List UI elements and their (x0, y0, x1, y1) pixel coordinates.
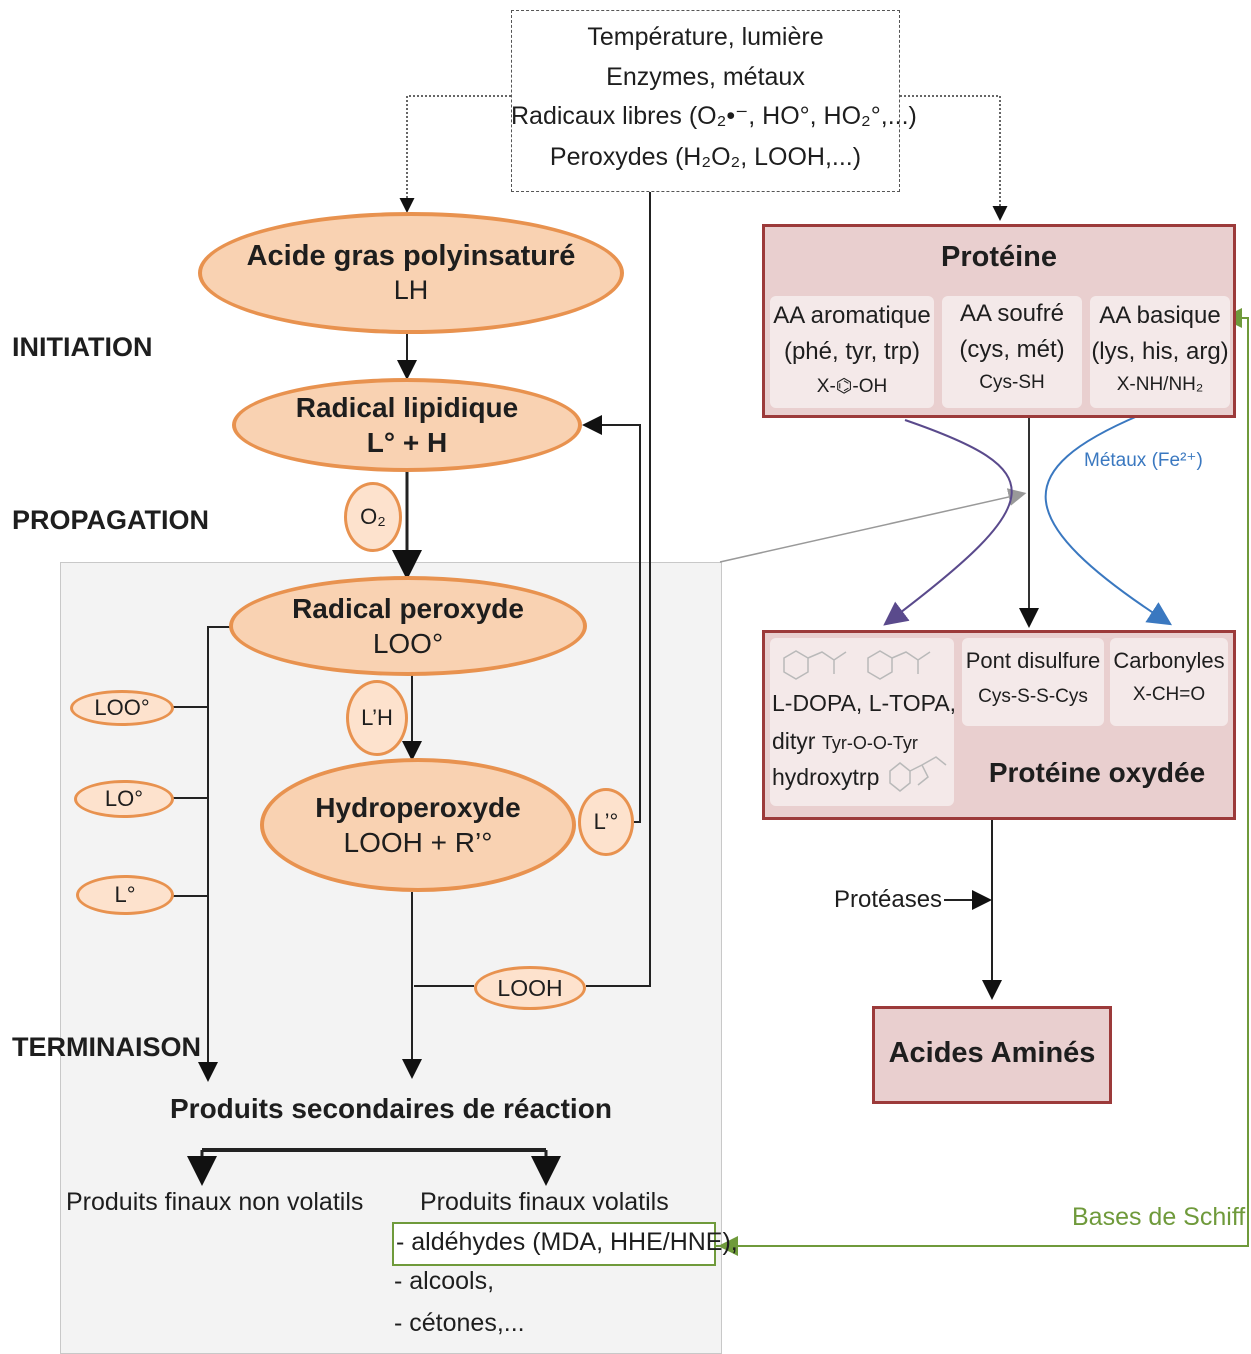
side-lo-label: LO° (104, 786, 144, 811)
aldehydes-item: - aldéhydes (MDA, HHE/HNE), (396, 1228, 738, 1256)
o2-label: O₂ (360, 504, 386, 529)
stage-termination: TERMINAISON (12, 1032, 201, 1062)
ketones-item: - cétones,... (394, 1309, 525, 1337)
hydro-ellipse: Hydroperoxyde LOOH + R’° (260, 758, 576, 892)
metals-label: Métaux (Fe²⁺) (1084, 450, 1203, 471)
cause-temperature: Température, lumière (587, 23, 824, 51)
cause-enzymes: Enzymes, métaux (606, 63, 805, 91)
aa-aromatic-panel (770, 296, 934, 408)
aa-basic-list: (lys, his, arg) (1091, 338, 1229, 365)
amino-acids-box (872, 1006, 1112, 1104)
secondary-products: Produits secondaires de réaction (170, 1093, 612, 1124)
volatile-products: Produits finaux volatils (420, 1188, 669, 1216)
side-l-label: L° (114, 882, 136, 907)
protein-title: Protéine (940, 241, 1058, 273)
side-loo-ellipse: LOO° (70, 690, 174, 726)
aa-basic-panel (1090, 296, 1230, 408)
disulfide-title: Pont disulfure (965, 648, 1101, 673)
looh-ellipse: LOOH (474, 966, 586, 1010)
dopa-line1: L-DOPA, L-TOPA, (772, 690, 957, 716)
aa-aromatic-title: AA aromatique (773, 302, 931, 329)
carbonyls-formula: X-CH=O (1132, 684, 1206, 705)
carbonyls-panel (1110, 638, 1228, 726)
cause-arrow-left (399, 95, 511, 213)
disulfide-panel (962, 638, 1104, 726)
radical-ellipse: Radical lipidique L° + H (232, 378, 582, 472)
aa-aromatic-list: (phé, tyr, trp) (783, 338, 921, 365)
acid-formula: LH (393, 275, 429, 306)
aa-aromatic-formula: X-⌬-OH (816, 376, 888, 397)
causes-box (511, 10, 900, 192)
carbonyls-title: Carbonyles (1113, 648, 1225, 673)
peroxyl-ellipse: Radical peroxyde LOO° (229, 576, 587, 676)
dopa-line3: hydroxytrp (772, 764, 880, 790)
aa-basic-title: AA basique (1099, 302, 1221, 329)
panel-to-crossing (719, 488, 1027, 563)
lh-prime-label: L’H (361, 705, 393, 730)
looh-label: LOOH (497, 974, 563, 1001)
non-volatile-products: Produits finaux non volatils (66, 1188, 364, 1216)
aa-sulfur-list: (cys, mét) (959, 336, 1065, 363)
blue-arrow (1044, 414, 1173, 626)
aa-sulfur-panel (942, 296, 1082, 408)
l-prime-label: L’° (593, 809, 619, 834)
cause-peroxides: Peroxydes (H₂O₂, LOOH,...) (549, 143, 862, 171)
molecule-sketch-trp (889, 756, 947, 792)
termination-collector (198, 626, 231, 1082)
dopa-line2: dityr Tyr-O-O-Tyr (772, 728, 918, 756)
proteases-label: Protéases (834, 886, 943, 913)
cause-free-radicals: Radicaux libres (O₂•⁻, HO°, HO₂°,...) (511, 102, 917, 130)
side-l-ellipse: L° (76, 875, 174, 915)
aa-sulfur-formula: Cys-SH (979, 372, 1045, 393)
peroxyl-title: Radical peroxyde (292, 593, 524, 624)
schiff-label: Bases de Schiff (1072, 1203, 1246, 1231)
aa-sulfur-title: AA soufré (959, 300, 1065, 327)
amino-acids-label: Acides Aminés (888, 1037, 1096, 1069)
feedback-l-prime (582, 415, 641, 823)
hydro-formula: LOOH + R’° (343, 827, 493, 858)
aa-basic-formula: X-NH/NH₂ (1116, 374, 1204, 395)
oxidized-protein-title: Protéine oxydée (988, 757, 1206, 788)
aldehydes-box (392, 1222, 716, 1266)
hydro-title: Hydroperoxyde (315, 792, 521, 823)
peroxyl-formula: LOO° (372, 628, 444, 659)
purple-arrow (883, 419, 1013, 626)
feedback-looh (414, 170, 650, 987)
dopa-panel (770, 638, 954, 806)
disulfide-formula: Cys-S-S-Cys (978, 686, 1088, 707)
radical-formula: L° + H (366, 427, 448, 458)
alcohols-item: - alcools, (394, 1267, 495, 1295)
dopa-tyr-o-o-tyr: Tyr-O-O-Tyr (821, 733, 918, 753)
side-lo-ellipse: LO° (74, 780, 174, 818)
stage-propagation: PROPAGATION (12, 505, 210, 535)
dopa-dityr: dityr (772, 728, 816, 754)
molecule-sketches (783, 650, 931, 680)
stage-initiation: INITIATION (12, 332, 153, 362)
acid-ellipse: Acide gras polyinsaturé LH (198, 212, 624, 334)
cause-arrow-right (900, 95, 1008, 221)
lh-prime-ellipse: L’H (346, 680, 408, 756)
o2-ellipse: O₂ (344, 482, 402, 552)
acid-title: Acide gras polyinsaturé (246, 240, 576, 272)
l-prime-ellipse: L’° (578, 788, 634, 856)
radical-title: Radical lipidique (295, 392, 519, 423)
side-loo-label: LOO° (94, 695, 150, 720)
